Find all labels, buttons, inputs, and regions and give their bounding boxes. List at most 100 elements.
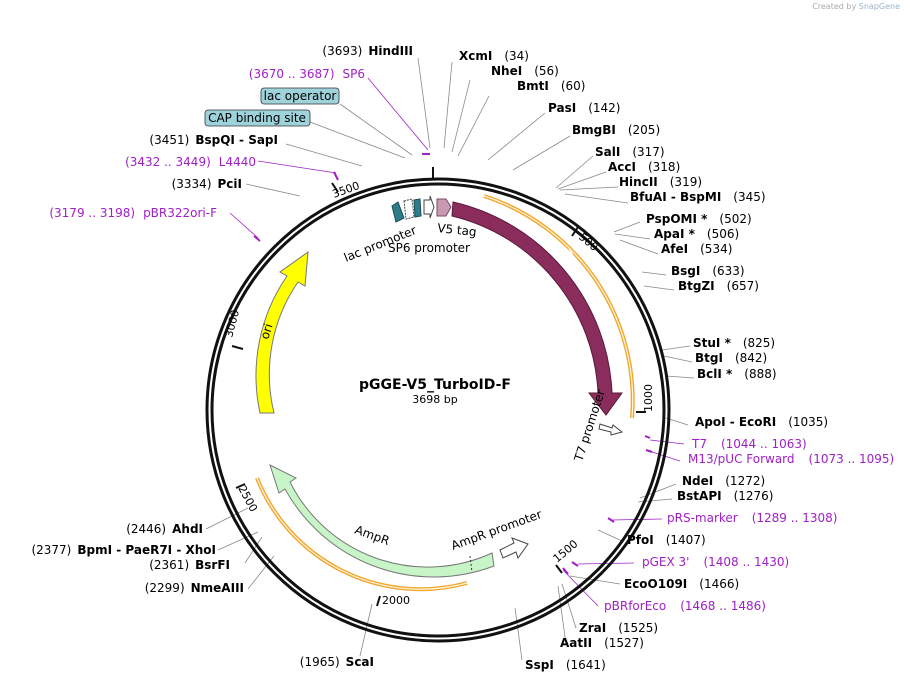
v5-tag-label: V5 tag — [437, 221, 478, 239]
enzyme-pspomi[interactable]: PspOMI *(502) — [646, 212, 752, 226]
enzyme-bpmi-paer7i-xhoi[interactable]: (2377)BpmI - PaeR7I - XhoI — [31, 543, 216, 557]
svg-text:ApaI *(506): ApaI *(506) — [654, 227, 739, 241]
svg-text:BclI *(888): BclI *(888) — [697, 367, 777, 381]
primer-sp6[interactable]: (3670 .. 3687)SP6 — [249, 67, 365, 81]
svg-text:AfeI(534): AfeI(534) — [661, 242, 732, 256]
primer-t7[interactable]: T7(1044 .. 1063) — [691, 437, 807, 451]
ori-feature[interactable]: ori — [255, 250, 309, 414]
svg-text:BstAPI(1276): BstAPI(1276) — [677, 489, 773, 503]
lac-operator-box[interactable]: lac operator — [260, 87, 340, 105]
enzyme-afei[interactable]: AfeI(534) — [661, 242, 732, 256]
svg-text:AatII(1527): AatII(1527) — [560, 636, 644, 650]
tick-label-3000: 3000 — [222, 308, 242, 338]
svg-text:ApoI - EcoRI(1035): ApoI - EcoRI(1035) — [695, 415, 828, 429]
primer-pgex-3[interactable]: pGEX 3'(1408 .. 1430) — [642, 555, 789, 569]
primer-pbrforeco[interactable]: pBRforEco(1468 .. 1486) — [604, 599, 766, 613]
svg-text:(2446)AhdI: (2446)AhdI — [126, 522, 203, 536]
svg-text:(1965)ScaI: (1965)ScaI — [300, 655, 374, 669]
svg-text:PfoI(1407): PfoI(1407) — [627, 533, 706, 547]
enzyme-bsgi[interactable]: BsgI(633) — [671, 264, 745, 278]
enzyme-bfuai-bspmi[interactable]: BfuAI - BspMI(345) — [630, 190, 766, 204]
primer-marks — [253, 153, 653, 575]
snapgene-credit: Created by SnapGene — [812, 2, 900, 11]
ring-ticks — [231, 167, 646, 607]
enzyme-stui[interactable]: StuI *(825) — [693, 336, 775, 350]
svg-text:pRS-marker(1289 .. 1308): pRS-marker(1289 .. 1308) — [667, 511, 837, 525]
svg-text:BmgBI(205): BmgBI(205) — [572, 123, 660, 137]
enzyme-pcii[interactable]: (3334)PciI — [172, 177, 242, 191]
enzyme-hindiii[interactable]: (3693)HindIII — [322, 44, 413, 58]
svg-text:NdeI(1272): NdeI(1272) — [682, 474, 765, 488]
enzyme-btgzi[interactable]: BtgZI(657) — [678, 279, 759, 293]
enzyme-bspqi-sapi[interactable]: (3451)BspQI - SapI — [149, 133, 278, 147]
enzyme-apai[interactable]: ApaI *(506) — [654, 227, 739, 241]
enzyme-apoi-ecori[interactable]: ApoI - EcoRI(1035) — [695, 415, 828, 429]
svg-text:EcoO109I(1466): EcoO109I(1466) — [624, 577, 739, 591]
tick-label-1500: 1500 — [551, 537, 581, 565]
orf-highlights — [255, 194, 635, 592]
v5-tag-feature[interactable]: V5 tag — [436, 198, 478, 239]
enzyme-sspi[interactable]: SspI(1641) — [525, 658, 606, 672]
svg-text:BtgZI(657): BtgZI(657) — [678, 279, 759, 293]
svg-text:HincII(319): HincII(319) — [619, 175, 702, 189]
enzyme-pfoi[interactable]: PfoI(1407) — [627, 533, 706, 547]
ampr-promoter-label: AmpR promoter — [449, 507, 543, 553]
enzyme-pasi[interactable]: PasI(142) — [548, 101, 620, 115]
svg-text:pGEX 3'(1408 .. 1430): pGEX 3'(1408 .. 1430) — [642, 555, 789, 569]
primer-prs-marker[interactable]: pRS-marker(1289 .. 1308) — [667, 511, 837, 525]
svg-text:BfuAI - BspMI(345): BfuAI - BspMI(345) — [630, 190, 766, 204]
backbone-outer-ring — [205, 177, 671, 643]
cap-binding-site-label: CAP binding site — [208, 111, 306, 125]
svg-text:PspOMI *(502): PspOMI *(502) — [646, 212, 752, 226]
enzyme-scai[interactable]: (1965)ScaI — [300, 655, 374, 669]
enzyme-bcli[interactable]: BclI *(888) — [697, 367, 777, 381]
enzyme-xcmi[interactable]: XcmI(34) — [459, 49, 529, 63]
primer-pbr322ori-f[interactable]: (3179 .. 3198)pBR322ori-F — [49, 206, 217, 220]
enzyme-ahdi[interactable]: (2446)AhdI — [126, 522, 203, 536]
svg-text:BmtI(60): BmtI(60) — [517, 79, 586, 93]
primer-l4440[interactable]: (3432 .. 3449)L4440 — [125, 155, 256, 169]
enzyme-hincii[interactable]: HincII(319) — [619, 175, 702, 189]
ori-label: ori — [258, 322, 276, 341]
lac-operator-label: lac operator — [264, 89, 337, 103]
enzyme-nhei[interactable]: NheI(56) — [491, 64, 559, 78]
snapgene-logo: SnapGene — [858, 2, 900, 11]
backbone-inner-ring — [210, 182, 666, 638]
enzyme-aatii[interactable]: AatII(1527) — [560, 636, 644, 650]
enzyme-bmti[interactable]: BmtI(60) — [517, 79, 586, 93]
svg-text:T7(1044 .. 1063): T7(1044 .. 1063) — [691, 437, 807, 451]
tick-label-2000: 2000 — [382, 594, 410, 607]
ampr-promoter-feature[interactable]: AmpR promoter — [449, 507, 544, 560]
svg-text:(2361)BsrFI: (2361)BsrFI — [149, 558, 230, 572]
enzyme-nmeaiii[interactable]: (2299)NmeAIII — [145, 581, 244, 595]
svg-text:pBRforEco(1468 .. 1486): pBRforEco(1468 .. 1486) — [604, 599, 766, 613]
plasmid-length: 3698 bp — [412, 393, 457, 406]
enzyme-acci[interactable]: AccI(318) — [608, 160, 680, 174]
svg-text:(3334)PciI: (3334)PciI — [172, 177, 242, 191]
svg-text:(3451)BspQI - SapI: (3451)BspQI - SapI — [149, 133, 278, 147]
cap-binding-site-box[interactable]: CAP binding site — [204, 109, 311, 127]
primer-labels: (3670 .. 3687)SP6 (3432 .. 3449)L4440 (3… — [49, 67, 894, 613]
enzyme-zrai[interactable]: ZraI(1525) — [579, 621, 658, 635]
svg-text:(3670 .. 3687)SP6: (3670 .. 3687)SP6 — [249, 67, 365, 81]
enzyme-labels-left: (3693)HindIII (3451)BspQI - SapI (3334)P… — [31, 44, 413, 669]
svg-text:(3432 .. 3449)L4440: (3432 .. 3449)L4440 — [125, 155, 256, 169]
enzyme-ndei[interactable]: NdeI(1272) — [682, 474, 765, 488]
tick-label-2500: 2500 — [235, 483, 260, 514]
enzyme-sali[interactable]: SalI(317) — [595, 145, 665, 159]
sp6-promoter-feature[interactable]: SP6 promoter — [388, 195, 470, 255]
svg-text:(2299)NmeAIII: (2299)NmeAIII — [145, 581, 244, 595]
enzyme-bsrfi[interactable]: (2361)BsrFI — [149, 558, 230, 572]
svg-text:SalI(317): SalI(317) — [595, 145, 665, 159]
svg-text:PasI(142): PasI(142) — [548, 101, 620, 115]
enzyme-bmgbi[interactable]: BmgBI(205) — [572, 123, 660, 137]
enzyme-bstapi[interactable]: BstAPI(1276) — [677, 489, 773, 503]
primer-m13-puc-forward[interactable]: M13/pUC Forward(1073 .. 1095) — [688, 452, 894, 466]
enzyme-btgi[interactable]: BtgI(842) — [695, 351, 767, 365]
ampr-feature[interactable]: AmpR — [269, 464, 495, 578]
svg-text:BsgI(633): BsgI(633) — [671, 264, 745, 278]
svg-text:AccI(318): AccI(318) — [608, 160, 680, 174]
enzyme-ecoo109i[interactable]: EcoO109I(1466) — [624, 577, 739, 591]
svg-text:BtgI(842): BtgI(842) — [695, 351, 767, 365]
